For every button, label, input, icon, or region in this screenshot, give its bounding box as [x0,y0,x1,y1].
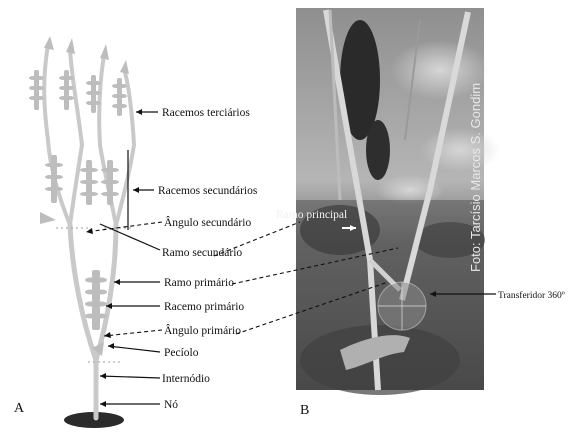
label-racemo-primario: Racemo primário [164,301,244,313]
label-ramo-primario: Ramo primário [164,277,234,289]
panel-b: Foto: Tarcísio Marcos S. Gondim Ramo pri… [276,8,565,418]
label-ramo-principal: Ramo principal [276,209,347,221]
label-racemos-terciarios: Racemos terciários [162,107,250,119]
label-racemos-secundarios: Racemos secundários [158,185,258,197]
label-ramo-secundario: Ramo secundário [162,247,242,259]
label-peciolo: Pecíolo [164,347,199,359]
label-transferidor: Transferidor 360º [498,290,565,301]
panel-a-letter: A [14,401,25,416]
photo-credit: Foto: Tarcísio Marcos S. Gondim [468,83,483,272]
label-angulo-primario: Ângulo primário [164,323,241,337]
panel-b-letter: B [300,403,309,418]
panel-a: Racemos terciários Racemos secundários Â… [14,36,258,428]
label-no: Nó [164,399,178,411]
label-internodio: Internódio [162,373,210,385]
raceme-secondary [45,155,119,205]
label-angulo-secundario: Ângulo secundário [164,215,251,229]
